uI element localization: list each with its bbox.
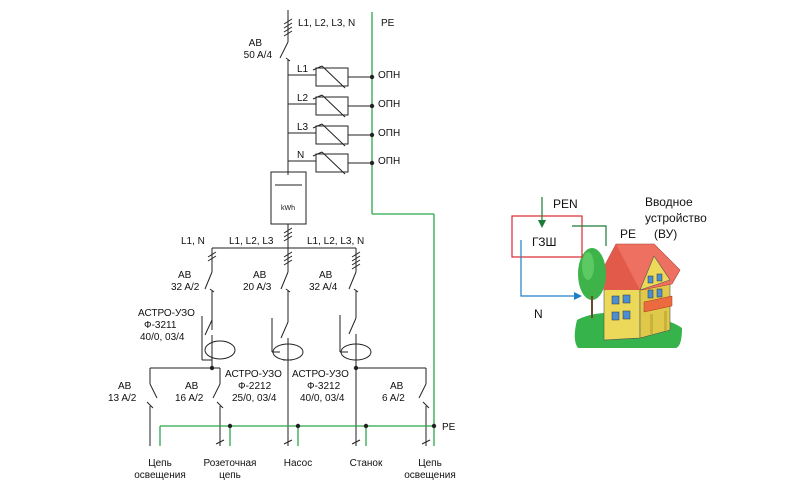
rcd-1-name: АСТРО-УЗО [138, 308, 195, 319]
house-pe-label: PE [620, 227, 636, 241]
rcd-3-params: 40/0, 03/4 [300, 393, 345, 404]
rcd-3-name: АСТРО-УЗО [292, 369, 349, 380]
circuit-5-line2: освещения [404, 470, 456, 481]
main-breaker-rating: 50 A/4 [244, 50, 273, 61]
busbar-label-1: L1, N [181, 236, 205, 247]
circuit-2-line1: Розеточная [204, 458, 257, 469]
gzsh-box [511, 215, 583, 258]
house-illustration [574, 243, 682, 348]
group-breaker-3-rating: 32 A/4 [309, 282, 338, 293]
surge-phase-n: N [297, 150, 304, 161]
group-breaker-2-rating: 20 A/3 [243, 282, 272, 293]
pe-bus-label: PE [442, 422, 456, 433]
rcd-2-name: АСТРО-УЗО [225, 369, 282, 380]
group-breaker-1-name: АВ [178, 270, 192, 281]
gzsh-label: ГЗШ [532, 235, 556, 249]
group-branch-2 [271, 248, 304, 370]
surge-label-4: ОПН [378, 156, 400, 167]
group-breaker-3-name: АВ [319, 270, 333, 281]
circuit-2-line2: цепь [219, 470, 241, 481]
junction-dots [209, 74, 437, 429]
circuit-1-line1: Цепь [148, 458, 172, 469]
gzsh-wiring [511, 197, 607, 300]
branch-breaker-1-name: АВ [118, 381, 132, 392]
meter-label: kWh [281, 205, 295, 212]
rcd-3-model: Ф-3212 [307, 381, 341, 392]
energy-meter [270, 171, 307, 248]
vu-title-line1: Вводное [645, 195, 693, 209]
surge-phase-l1: L1 [297, 64, 309, 75]
busbar-label-2: L1, L2, L3 [229, 236, 274, 247]
group-branch-3 [339, 248, 372, 368]
branch-breaker-2-name: АВ [185, 381, 199, 392]
branch-breaker-1-rating: 13 A/2 [108, 393, 137, 404]
rcd-1-model: Ф-3211 [144, 320, 177, 331]
house-n-label: N [534, 307, 543, 321]
surge-label-3: ОПН [378, 128, 400, 139]
main-feed [279, 10, 293, 175]
circuit-5-line1: Цепь [418, 458, 442, 469]
surge-label-2: ОПН [378, 99, 400, 110]
group-branch-1 [201, 248, 236, 368]
rcd-1-params: 40/0, 03/4 [140, 332, 185, 343]
circuit-3-label: Насос [284, 458, 312, 469]
vu-title-line3: (ВУ) [654, 227, 677, 241]
group-breaker-2-name: АВ [253, 270, 267, 281]
surge-phase-l2: L2 [297, 93, 309, 104]
rcd-2-params: 25/0, 03/4 [232, 393, 277, 404]
branch-breaker-3-rating: 6 A/2 [382, 393, 405, 404]
top-lines-label: L1, L2, L3, N [298, 18, 355, 29]
group-breaker-1-rating: 32 A/2 [171, 282, 200, 293]
surge-arresters [288, 65, 372, 175]
rcd-2-model: Ф-2212 [238, 381, 272, 392]
busbar-label-3: L1, L2, L3, N [307, 236, 364, 247]
surge-label-1: ОПН [378, 70, 400, 81]
circuit-4-label: Станок [350, 458, 383, 469]
top-pe-label: PE [381, 18, 395, 29]
branch-breaker-2-rating: 16 A/2 [175, 393, 204, 404]
main-breaker-name: АВ [249, 38, 263, 49]
surge-phase-l3: L3 [297, 122, 309, 133]
circuit-1-line2: освещения [134, 470, 186, 481]
vu-title-line2: устройство [645, 211, 707, 225]
branch-breaker-3-name: АВ [390, 381, 404, 392]
pen-label: PEN [553, 197, 578, 211]
